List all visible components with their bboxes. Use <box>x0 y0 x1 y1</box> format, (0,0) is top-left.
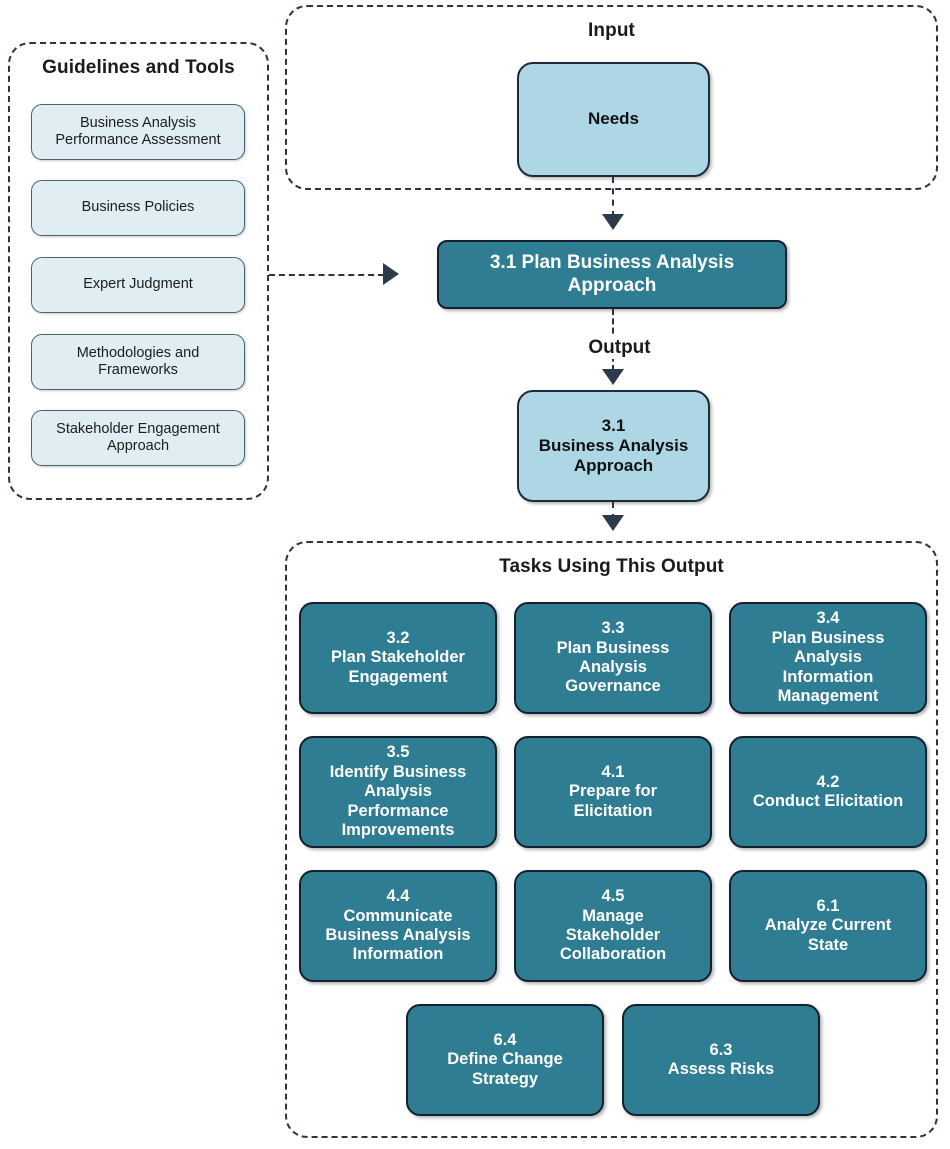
task-6-1-analyze-current-state[interactable]: 6.1 Analyze Current State <box>729 870 927 982</box>
task-label: 3.5 Identify Business Analysis Performan… <box>329 743 467 840</box>
output-artifact-3-1-business-analysis-approach[interactable]: 3.1 Business Analysis Approach <box>517 390 710 502</box>
task-6-4-define-change-strategy[interactable]: 6.4 Define Change Strategy <box>406 1004 604 1116</box>
input-panel-title: Input <box>588 20 635 41</box>
tool-item-expert-judgment[interactable]: Expert Judgment <box>31 257 245 313</box>
main-task-label: 3.1 Plan Business Analysis Approach <box>489 252 735 296</box>
task-label: 4.1 Prepare for Elicitation <box>568 762 658 820</box>
connector-input-to-task <box>612 177 614 217</box>
task-label: 6.4 Define Change Strategy <box>447 1030 563 1088</box>
arrowhead-input-to-task <box>602 214 624 230</box>
tool-item-business-policies[interactable]: Business Policies <box>31 180 245 236</box>
task-4-1-prepare-for-elicitation[interactable]: 4.1 Prepare for Elicitation <box>514 736 712 848</box>
tool-item-label: Business Analysis Performance Assessment <box>55 114 221 148</box>
tasks-panel-title: Tasks Using This Output <box>499 556 724 577</box>
input-panel: Input <box>285 5 938 190</box>
task-6-3-assess-risks[interactable]: 6.3 Assess Risks <box>622 1004 820 1116</box>
tool-item-label: Methodologies and Frameworks <box>76 344 200 378</box>
task-label: 4.4 Communicate Business Analysis Inform… <box>325 887 471 964</box>
tool-item-label: Stakeholder Engagement Approach <box>56 420 220 454</box>
task-4-4-communicate-business-analysis-information[interactable]: 4.4 Communicate Business Analysis Inform… <box>299 870 497 982</box>
task-4-2-conduct-elicitation[interactable]: 4.2 Conduct Elicitation <box>729 736 927 848</box>
connector-output-to-tasks <box>612 502 614 520</box>
input-artifact-needs[interactable]: Needs <box>517 62 710 177</box>
task-3-2-plan-stakeholder-engagement[interactable]: 3.2 Plan Stakeholder Engagement <box>299 602 497 714</box>
tasks-using-this-output-panel: Tasks Using This Output <box>285 541 938 1138</box>
main-task-3-1-plan-business-analysis-approach[interactable]: 3.1 Plan Business Analysis Approach <box>437 240 787 309</box>
tool-item-label: Expert Judgment <box>83 276 193 293</box>
arrowhead-guidelines-to-task <box>383 263 399 285</box>
arrowhead-task-to-output <box>602 369 624 385</box>
task-label: 4.5 Manage Stakeholder Collaboration <box>559 887 667 964</box>
connector-guidelines-to-task <box>269 274 384 276</box>
task-label: 3.4 Plan Business Analysis Information M… <box>771 609 885 706</box>
output-artifact-label: 3.1 Business Analysis Approach <box>538 415 689 476</box>
task-label: 3.2 Plan Stakeholder Engagement <box>331 628 465 686</box>
guidelines-and-tools-panel: Guidelines and Tools <box>8 42 269 500</box>
task-3-4-plan-business-analysis-information-management[interactable]: 3.4 Plan Business Analysis Information M… <box>729 602 927 714</box>
task-label: 6.3 Assess Risks <box>667 1040 775 1078</box>
tool-item-stakeholder-engagement-approach[interactable]: Stakeholder Engagement Approach <box>31 410 245 466</box>
tool-item-business-analysis-performance-assessment[interactable]: Business Analysis Performance Assessment <box>31 104 245 160</box>
input-artifact-label: Needs <box>587 109 640 129</box>
tool-item-label: Business Policies <box>81 199 195 216</box>
task-3-5-identify-business-analysis-performance-improvements[interactable]: 3.5 Identify Business Analysis Performan… <box>299 736 497 848</box>
task-label: 4.2 Conduct Elicitation <box>752 772 904 810</box>
task-3-3-plan-business-analysis-governance[interactable]: 3.3 Plan Business Analysis Governance <box>514 602 712 714</box>
guidelines-panel-title: Guidelines and Tools <box>42 57 235 78</box>
task-label: 3.3 Plan Business Analysis Governance <box>556 619 670 696</box>
tool-item-methodologies-and-frameworks[interactable]: Methodologies and Frameworks <box>31 334 245 390</box>
task-label: 6.1 Analyze Current State <box>764 896 892 954</box>
arrowhead-output-to-tasks <box>602 515 624 531</box>
task-4-5-manage-stakeholder-collaboration[interactable]: 4.5 Manage Stakeholder Collaboration <box>514 870 712 982</box>
output-edge-label: Output <box>540 337 699 359</box>
